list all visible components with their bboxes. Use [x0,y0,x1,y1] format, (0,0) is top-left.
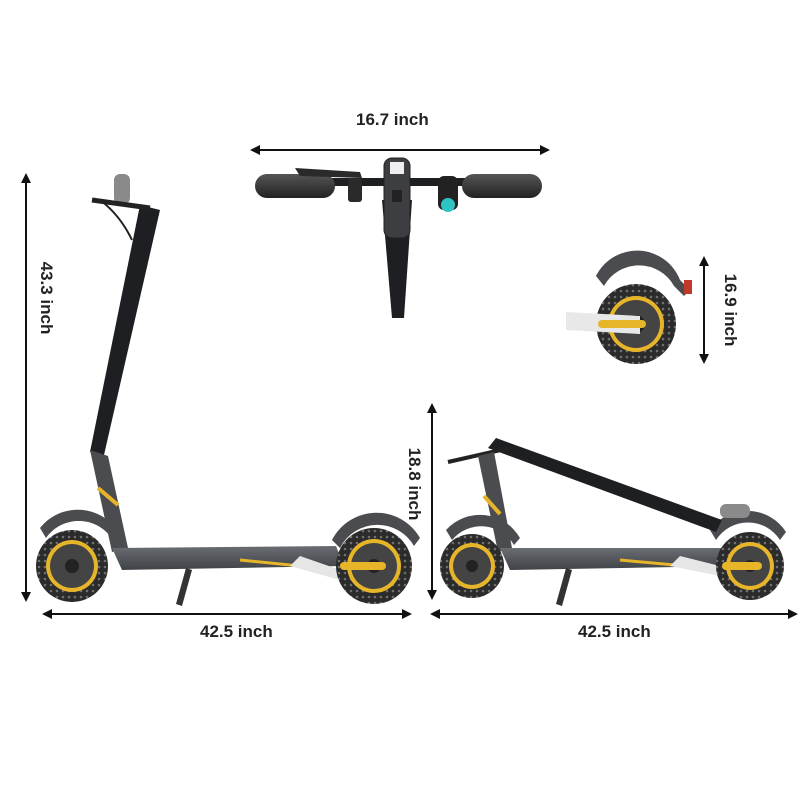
light-button-icon [441,198,455,212]
wheel-diameter-label: 16.9 inch [721,273,740,347]
handlebar-width-label: 16.7 inch [356,110,429,129]
unfolded-length-label: 42.5 inch [200,622,273,641]
height-label: 43.3 inch [37,261,56,335]
scooter-unfolded [36,174,420,606]
handlebar-closeup [255,157,542,318]
wheel-closeup [566,250,692,364]
dimension-arrows [21,145,798,619]
folded-length-label: 42.5 inch [578,622,651,641]
left-grip [255,174,335,198]
right-grip [462,174,542,198]
scooter-folded [440,438,786,606]
folded-height-label: 18.8 inch [405,447,424,521]
